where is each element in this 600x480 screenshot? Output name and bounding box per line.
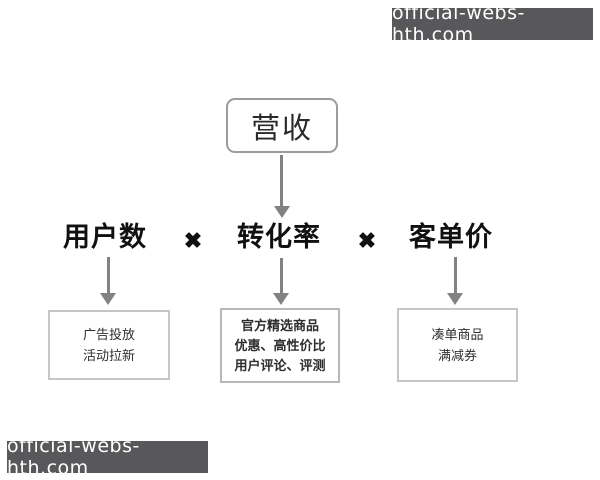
formula-term-users: 用户数 <box>63 222 147 252</box>
revenue-root-node: 营收 <box>226 98 338 153</box>
detail-line: 官方精选商品 <box>240 317 319 333</box>
detail-box-order-value: 凑单商品 满减券 <box>397 308 518 382</box>
formula-term-conversion: 转化率 <box>237 222 321 252</box>
arrow-down-conversion-head-icon <box>273 293 289 305</box>
arrow-down-users-line <box>107 257 110 293</box>
detail-line: 满减券 <box>437 348 477 363</box>
watermark-text: official-webs-hth.com <box>392 2 525 46</box>
formula-term-order-value: 客单价 <box>409 222 493 252</box>
detail-box-conversion: 官方精选商品 优惠、高性价比 用户评论、评测 <box>220 308 340 383</box>
detail-line: 凑单商品 <box>431 327 484 342</box>
detail-box-users: 广告投放 活动拉新 <box>48 310 170 380</box>
multiply-icon: ✖ <box>357 228 377 253</box>
detail-line: 优惠、高性价比 <box>234 337 326 353</box>
watermark-text: official-webs-hth.com <box>7 435 140 479</box>
detail-line: 用户评论、评测 <box>234 357 326 373</box>
arrow-down-order-value-line <box>454 257 457 293</box>
arrow-down-users-head-icon <box>100 293 116 305</box>
watermark-top-right: official-webs-hth.com <box>392 2 593 46</box>
arrow-down-order-value-head-icon <box>447 293 463 305</box>
detail-line: 广告投放 <box>82 327 135 342</box>
arrow-down-root-head-icon <box>274 206 290 218</box>
arrow-down-root-line <box>280 155 283 206</box>
detail-line: 活动拉新 <box>82 348 135 363</box>
watermark-bottom-left: official-webs-hth.com <box>7 435 208 479</box>
multiply-icon: ✖ <box>183 228 203 253</box>
revenue-label: 营收 <box>250 112 313 145</box>
arrow-down-conversion-line <box>280 258 283 293</box>
